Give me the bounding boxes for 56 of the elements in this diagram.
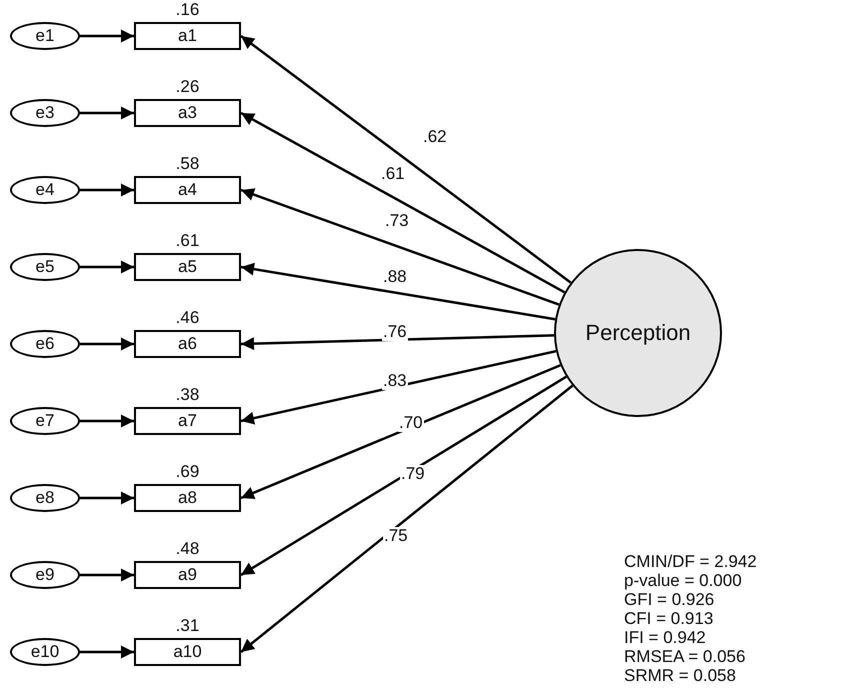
- error-term-ellipse: e9: [10, 561, 80, 589]
- estimate-label: .31: [176, 616, 200, 636]
- observed-variable-box: a1: [134, 22, 241, 50]
- fit-statistic: GFI = 0.926: [624, 590, 714, 609]
- arrow: [80, 106, 134, 120]
- arrow: [80, 646, 134, 658]
- error-term-ellipse: e7: [10, 407, 80, 435]
- estimate-label: .58: [176, 154, 200, 174]
- observed-variable-box: a3: [134, 99, 241, 127]
- fit-statistic: IFI = 0.942: [624, 628, 706, 647]
- error-term-ellipse: e8: [10, 484, 80, 512]
- fit-statistic: CFI = 0.913: [624, 609, 714, 628]
- error-term-ellipse: e10: [10, 638, 80, 666]
- fit-statistic: SRMR = 0.058: [624, 666, 736, 685]
- arrow: [240, 35, 572, 284]
- estimate-label: .16: [176, 0, 200, 20]
- arrow: [80, 338, 134, 350]
- observed-variable-box: a5: [134, 253, 241, 281]
- observed-variable-box: a4: [134, 176, 241, 204]
- error-term-ellipse: e3: [10, 99, 80, 127]
- error-term-ellipse: e4: [10, 176, 80, 204]
- estimate-label: .26: [176, 77, 200, 97]
- arrow: [240, 376, 567, 576]
- arrow: [240, 384, 574, 653]
- observed-variable-box: a7: [134, 407, 241, 435]
- latent-variable-circle: Perception: [554, 249, 722, 417]
- error-term-ellipse: e1: [10, 22, 80, 50]
- estimate-label: .38: [176, 385, 200, 405]
- estimate-label: .69: [176, 462, 200, 482]
- arrow: [80, 184, 134, 196]
- arrow: [240, 188, 560, 306]
- arrow: [80, 414, 134, 428]
- observed-variable-box: a8: [134, 484, 241, 512]
- observed-variable-box: a6: [134, 330, 241, 358]
- arrow: [80, 492, 134, 504]
- fit-statistic: p-value = 0.000: [624, 571, 742, 590]
- error-term-ellipse: e6: [10, 330, 80, 358]
- estimate-label: .48: [176, 539, 200, 559]
- arrow: [240, 334, 554, 350]
- error-term-ellipse: e5: [10, 253, 80, 281]
- arrow: [80, 260, 134, 274]
- estimate-label: .61: [176, 231, 200, 251]
- edge-label: .76: [382, 323, 408, 341]
- edge-label: .83: [382, 372, 408, 390]
- arrow: [240, 350, 556, 425]
- arrow: [240, 364, 561, 500]
- arrow: [80, 568, 134, 582]
- arrow: [240, 262, 556, 320]
- estimate-label: .46: [176, 308, 200, 328]
- arrow: [80, 30, 134, 42]
- fit-statistic: RMSEA = 0.056: [624, 647, 746, 666]
- fit-statistic: CMIN/DF = 2.942: [624, 552, 757, 571]
- edge-label: .70: [398, 414, 424, 432]
- observed-variable-box: a10: [134, 638, 241, 666]
- arrow: [240, 112, 566, 294]
- observed-variable-box: a9: [134, 561, 241, 589]
